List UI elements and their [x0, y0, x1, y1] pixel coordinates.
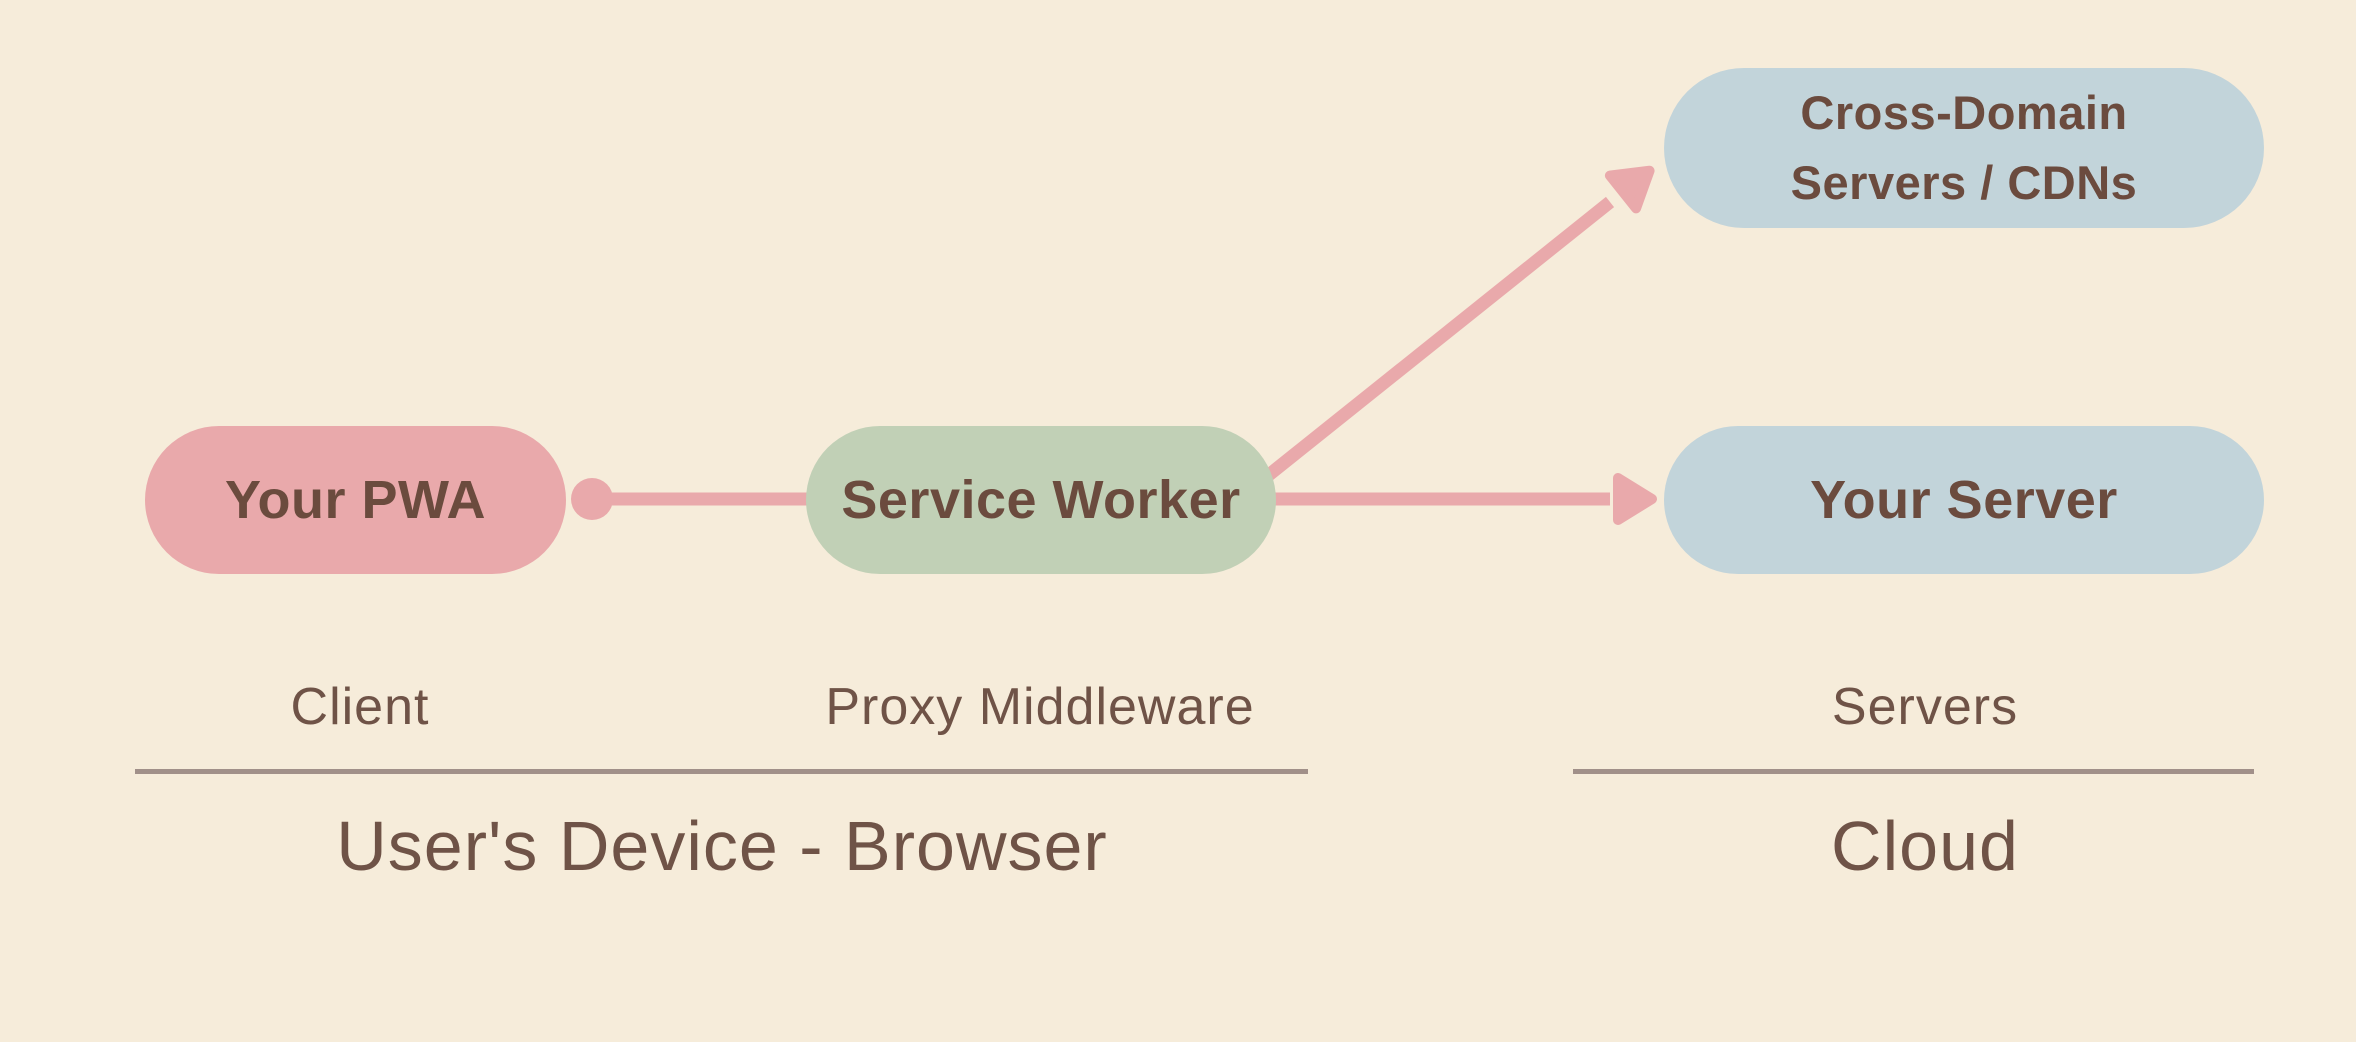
divider-user-device [135, 769, 1308, 774]
node-service-worker: Service Worker [806, 426, 1276, 574]
arrowhead-cdn-icon [1604, 165, 1655, 214]
column-label-client: Client [290, 678, 430, 736]
divider-cloud [1573, 769, 2254, 774]
node-your-pwa: Your PWA [145, 426, 566, 574]
column-label-servers: Servers [1831, 678, 2019, 736]
column-label-proxy-middleware: Proxy Middleware [825, 678, 1255, 736]
node-your-server-label: Your Server [1810, 470, 2118, 530]
arrowhead-server-icon [1613, 473, 1657, 525]
node-service-worker-label: Service Worker [841, 470, 1241, 530]
group-label-users-device-browser: User's Device - Browser [336, 807, 1108, 885]
connector-dot [571, 478, 613, 520]
node-your-pwa-label: Your PWA [224, 470, 486, 530]
node-your-server: Your Server [1664, 426, 2264, 574]
group-label-cloud: Cloud [1831, 807, 2019, 885]
node-cross-domain-servers-label: Cross-Domain Servers / CDNs [1790, 85, 2138, 210]
node-cross-domain-servers: Cross-Domain Servers / CDNs [1664, 68, 2264, 228]
